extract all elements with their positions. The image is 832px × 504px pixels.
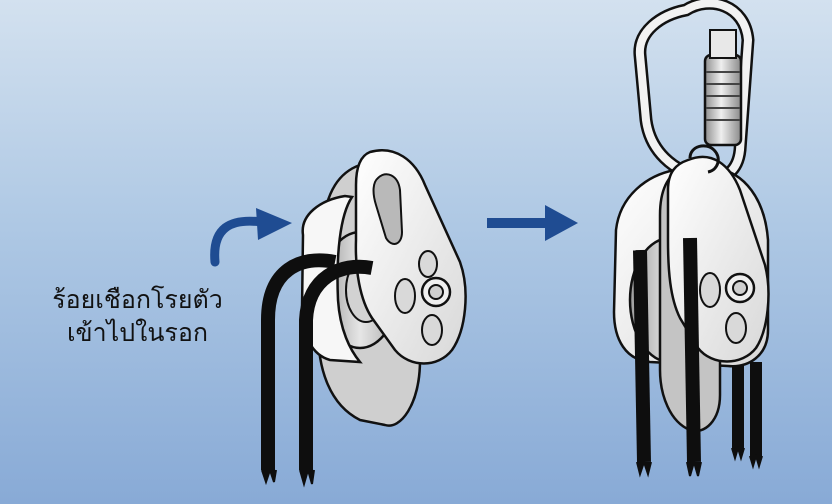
instruction-line-1: ร้อยเชือกโรยตัว: [52, 285, 223, 314]
pulley-open-icon: [261, 149, 467, 488]
rope-right-2: [683, 237, 701, 463]
rope-right-1: [633, 249, 651, 463]
right-arrow-icon: [487, 205, 578, 241]
rope-right: [299, 259, 374, 470]
instruction-line-2: เข้าไปในรอก: [67, 318, 208, 347]
locking-sleeve: [703, 53, 743, 147]
instruction-caption: ร้อยเชือกโรยตัว เข้าไปในรอก: [30, 283, 245, 349]
pulley-assembled-icon: [612, 0, 770, 478]
curved-arrow-icon: [210, 208, 292, 267]
carabiner-icon: [633, 0, 755, 186]
rope-left: [261, 253, 337, 470]
